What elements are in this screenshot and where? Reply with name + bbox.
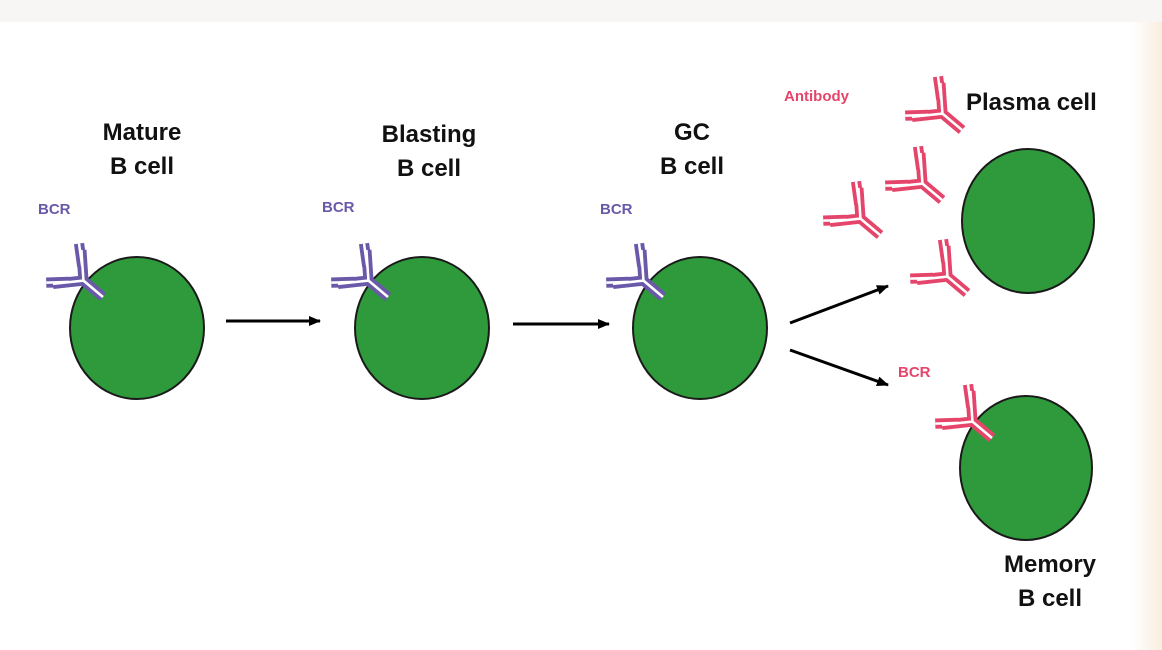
arrow-gc-to-plasma — [789, 284, 889, 325]
antibody-label: Antibody — [784, 88, 849, 105]
blasting-label-line2: B cell — [396, 155, 462, 182]
gc-label-line1: GC — [674, 119, 710, 146]
memory-label-line2: B cell — [1017, 585, 1083, 612]
gc-b-cell-body — [632, 256, 768, 400]
gc-label-line2: B cell — [659, 153, 725, 180]
memory-b-cell-label: Memory B cell — [950, 548, 1150, 616]
mature-label-line2: B cell — [109, 153, 175, 180]
gc-bcr-label: BCR — [600, 201, 633, 218]
blasting-label-line1: Blasting — [381, 121, 477, 148]
gc-b-cell-label: GC B cell — [592, 116, 792, 184]
mature-bcr-label: BCR — [38, 201, 71, 218]
blasting-b-cell-body — [354, 256, 490, 400]
antibody-icon-2 — [885, 147, 958, 220]
mature-b-cell-label: Mature B cell — [42, 116, 242, 184]
top-bar — [0, 0, 1162, 22]
plasma-cell-body — [961, 148, 1095, 294]
mature-b-cell-body — [69, 256, 205, 400]
plasma-cell-label: Plasma cell — [966, 89, 1097, 116]
arrow-gc-to-memory — [789, 348, 889, 387]
memory-b-cell-body — [959, 395, 1093, 541]
right-edge-background — [1132, 22, 1162, 650]
mature-label-line1: Mature — [102, 119, 182, 146]
antibody-icon-3 — [823, 182, 896, 255]
blasting-b-cell-label: Blasting B cell — [329, 118, 529, 186]
memory-label-line1: Memory — [1003, 551, 1097, 578]
blasting-bcr-label: BCR — [322, 199, 355, 216]
memory-bcr-label: BCR — [898, 364, 931, 381]
